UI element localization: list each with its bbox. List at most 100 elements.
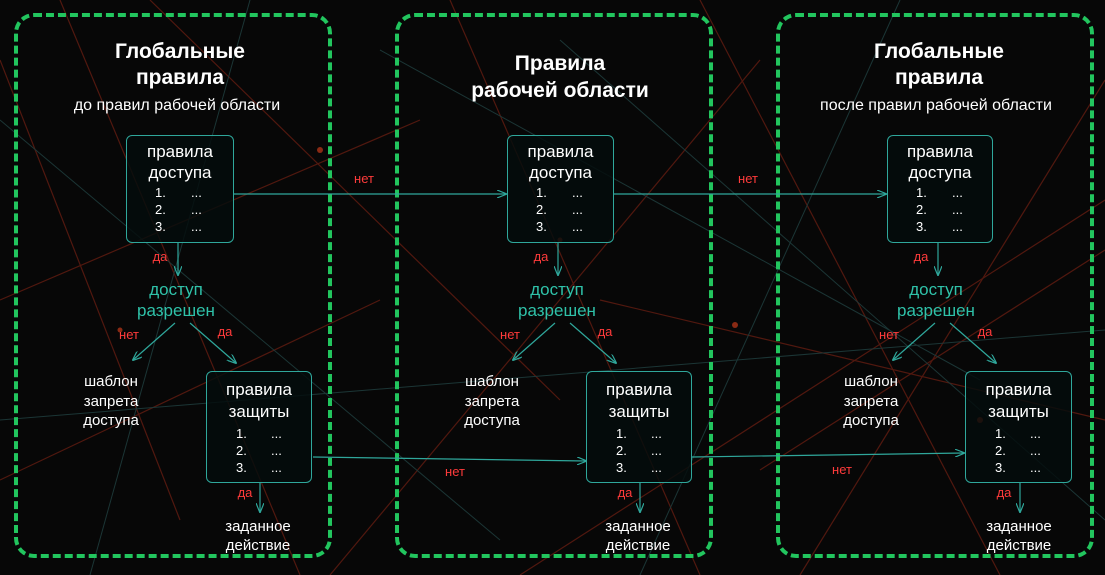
p3-protect-item-2-num: 2. xyxy=(995,443,1006,458)
arrow-p2-no xyxy=(513,322,556,360)
p2-branch-yes-label: да xyxy=(597,324,613,339)
p2-access-allowed-line2: разрешен xyxy=(518,301,596,320)
p2-access-box-title-2: доступа xyxy=(528,163,592,182)
p3-title-line1: Глобальные xyxy=(874,40,1004,63)
p3-access-allowed-line2: разрешен xyxy=(897,301,975,320)
p1-access-item-2-num: 2. xyxy=(155,202,166,217)
p1-deny-template-1: шаблон xyxy=(84,373,138,390)
protect-no-label-2: нет xyxy=(832,462,852,477)
p2-protect-yes-label: да xyxy=(617,485,633,500)
p3-protect-rules-box: правила защиты 1. ... 2. ... 3. ... xyxy=(965,371,1072,483)
p2-access-item-3-num: 3. xyxy=(536,219,547,234)
p2-access-allowed-line1: доступ xyxy=(530,280,584,299)
p1-access-yes-label: да xyxy=(152,249,168,264)
p1-protect-yes-label: да xyxy=(237,485,253,500)
p3-branch-no-label: нет xyxy=(879,327,899,342)
p1-branch-no-label: нет xyxy=(119,327,139,342)
p3-access-item-1-num: 1. xyxy=(916,185,927,200)
p1-protect-item-1-num: 1. xyxy=(236,426,247,441)
p2-protect-item-1-val: ... xyxy=(651,426,662,441)
p3-branch-yes-label: да xyxy=(977,324,993,339)
p2-protect-item-3-val: ... xyxy=(651,460,662,475)
p2-protect-item-3-num: 3. xyxy=(616,460,627,475)
p1-title-line1: Глобальные xyxy=(115,40,245,63)
p3-protect-yes-label: да xyxy=(996,485,1012,500)
p3-access-box-title-2: доступа xyxy=(908,163,972,182)
p1-access-item-3-num: 3. xyxy=(155,219,166,234)
p3-deny-template-1: шаблон xyxy=(844,373,898,390)
p3-deny-template-2: запрета xyxy=(843,393,899,410)
p2-deny-template-1: шаблон xyxy=(465,373,519,390)
p2-branch-no-label: нет xyxy=(500,327,520,342)
p1-access-item-1-num: 1. xyxy=(155,185,166,200)
p1-protect-item-1-val: ... xyxy=(271,426,282,441)
p1-protect-box-title-1: правила xyxy=(225,380,293,399)
p3-access-allowed-line1: доступ xyxy=(909,280,963,299)
p2-protect-box-title-2: защиты xyxy=(608,402,670,421)
p2-protect-item-2-num: 2. xyxy=(616,443,627,458)
p2-deny-template-2: запрета xyxy=(464,393,520,410)
p1-deny-template-3: доступа xyxy=(83,412,139,429)
p1-access-box-title-1: правила xyxy=(146,142,214,161)
p3-access-box-title-1: правила xyxy=(906,142,974,161)
panel-global-before xyxy=(14,13,332,558)
p3-protect-box-title-2: защиты xyxy=(988,402,1049,421)
p2-action-line1: заданное xyxy=(605,518,671,535)
p1-access-rules-box: правила доступа 1. ... 2. ... 3. ... xyxy=(126,135,234,243)
p1-access-box-title-2: доступа xyxy=(148,163,212,182)
p1-access-allowed-line2: разрешен xyxy=(137,301,215,320)
arrow-p3-no xyxy=(893,322,936,360)
p3-subtitle: после правил рабочей области xyxy=(820,97,1052,114)
p3-title-line2: правила xyxy=(894,66,984,89)
p3-protect-item-2-val: ... xyxy=(1030,443,1041,458)
arrow-p1-yes xyxy=(189,322,236,363)
p2-access-item-1-num: 1. xyxy=(536,185,547,200)
p3-protect-item-1-num: 1. xyxy=(995,426,1006,441)
p3-action-line2: действие xyxy=(986,537,1052,554)
p1-protect-rules-box: правила защиты 1. ... 2. ... 3. ... xyxy=(206,371,312,483)
p3-protect-item-3-num: 3. xyxy=(995,460,1006,475)
p2-protect-item-2-val: ... xyxy=(651,443,662,458)
arrow-protect-no-2 xyxy=(691,453,964,458)
p2-access-item-2-val: ... xyxy=(572,202,583,217)
panel-workspace xyxy=(395,13,713,558)
arrow-p1-no xyxy=(133,322,176,360)
p1-access-item-1-val: ... xyxy=(191,185,202,200)
p1-access-item-3-val: ... xyxy=(191,219,202,234)
p1-deny-template-2: запрета xyxy=(83,393,139,410)
p3-protect-item-3-val: ... xyxy=(1030,460,1041,475)
p1-access-allowed-line1: доступ xyxy=(149,280,203,299)
p2-protect-rules-box: правила защиты 1. ... 2. ... 3. ... xyxy=(586,371,692,483)
p1-title-line2: правила xyxy=(135,66,225,89)
p2-deny-template-3: доступа xyxy=(464,412,520,429)
p1-protect-item-2-val: ... xyxy=(271,443,282,458)
p3-access-rules-box: правила доступа 1. ... 2. ... 3. ... xyxy=(887,135,993,243)
p3-protect-box-title-1: правила xyxy=(985,380,1052,399)
p3-access-item-2-val: ... xyxy=(952,202,963,217)
p1-action-line2: действие xyxy=(225,537,291,554)
p1-protect-box-title-2: защиты xyxy=(228,402,290,421)
p3-access-item-1-val: ... xyxy=(952,185,963,200)
arrow-protect-no-1 xyxy=(312,456,586,461)
p1-branch-yes-label: да xyxy=(217,324,233,339)
p3-protect-item-1-val: ... xyxy=(1030,426,1041,441)
p2-title-line2: рабочей области xyxy=(471,79,649,102)
p2-access-rules-box: правила доступа 1. ... 2. ... 3. ... xyxy=(507,135,614,243)
arrow-p3-yes xyxy=(949,322,996,363)
p2-action-line2: действие xyxy=(605,537,671,554)
access-no-label-1: нет xyxy=(354,171,374,186)
p1-subtitle: до правил рабочей области xyxy=(73,97,281,114)
p2-access-yes-label: да xyxy=(533,249,549,264)
access-no-label-2: нет xyxy=(738,171,758,186)
p3-access-item-3-val: ... xyxy=(952,219,963,234)
protect-no-label-1: нет xyxy=(445,464,465,479)
p2-access-box-title-1: правила xyxy=(527,142,594,161)
p3-access-item-2-num: 2. xyxy=(916,202,927,217)
p2-protect-box-title-1: правила xyxy=(605,380,673,399)
p1-action-line1: заданное xyxy=(225,518,291,535)
p2-access-item-1-val: ... xyxy=(572,185,583,200)
p1-protect-item-3-val: ... xyxy=(271,460,282,475)
p3-deny-template-3: доступа xyxy=(843,412,899,429)
p1-access-item-2-val: ... xyxy=(191,202,202,217)
